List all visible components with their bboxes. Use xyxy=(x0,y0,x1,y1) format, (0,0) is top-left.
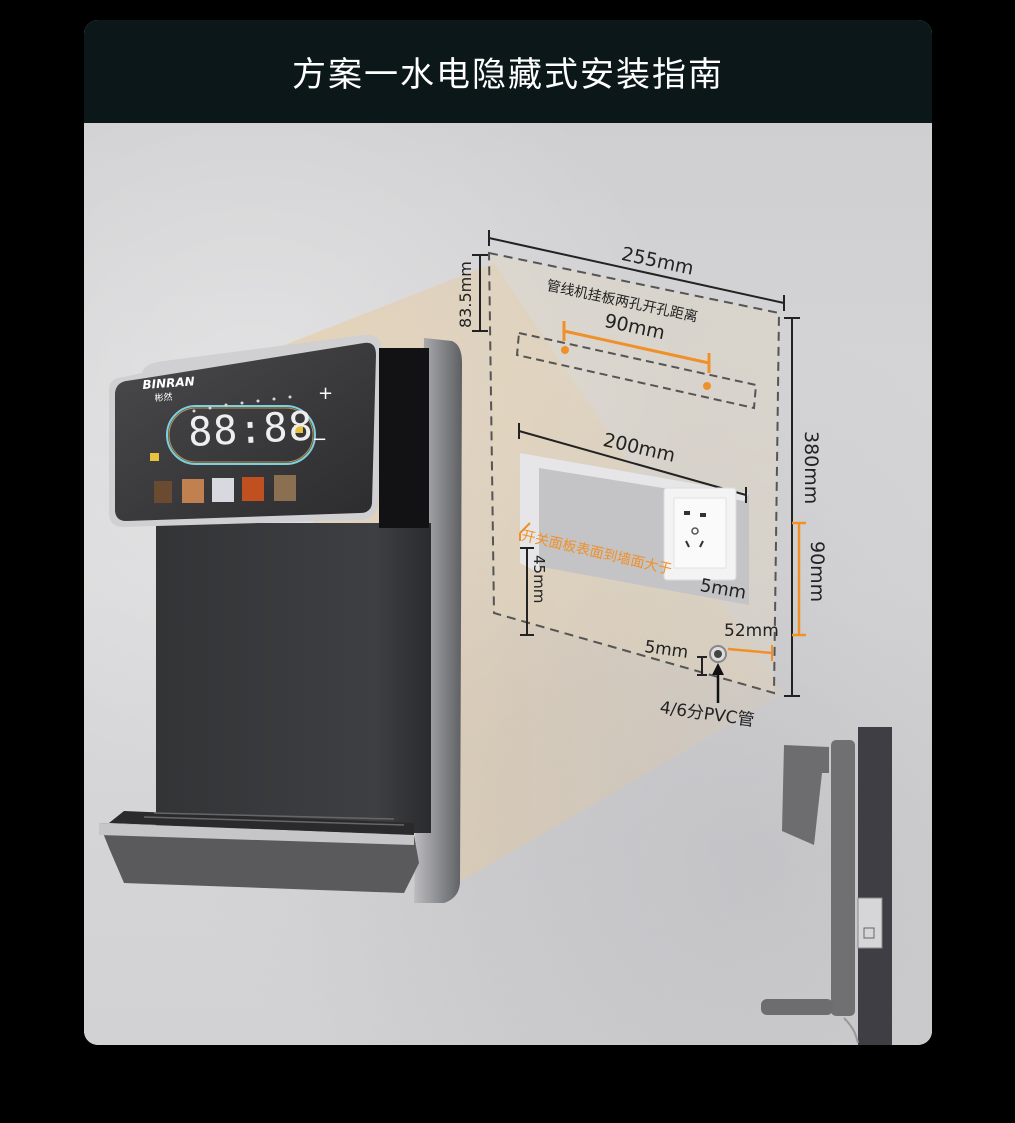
dim-pipe-side: 52mm xyxy=(724,621,779,641)
dim-height-total: 380mm xyxy=(800,431,822,505)
led-display: 88:88 xyxy=(187,403,315,456)
dim-niche-height: 90mm xyxy=(806,541,828,603)
mount-plate-outline xyxy=(515,331,758,410)
page-title: 方案一水电隐藏式安装指南 xyxy=(292,55,724,95)
install-guide-card: 方案一水电隐藏式安装指南 xyxy=(84,20,932,1045)
dim-bottom-offset: 45mm xyxy=(530,555,548,604)
display-ring xyxy=(166,405,316,465)
side-profile-diagram xyxy=(761,727,892,1045)
header-bar: 方案一水电隐藏式安装指南 xyxy=(84,20,932,123)
brand-logo-cn: 彬然 xyxy=(154,392,173,404)
plus-button[interactable]: + xyxy=(318,383,334,404)
diagram-graphics xyxy=(99,230,892,1045)
water-dispenser xyxy=(99,334,462,903)
dim-top-offset: 83.5mm xyxy=(456,261,475,328)
minus-button[interactable]: − xyxy=(312,429,328,450)
wall-illustration: BINRAN 彬然 88:88 + − 255mm 83.5mm 管线机挂板两孔… xyxy=(84,123,932,1045)
